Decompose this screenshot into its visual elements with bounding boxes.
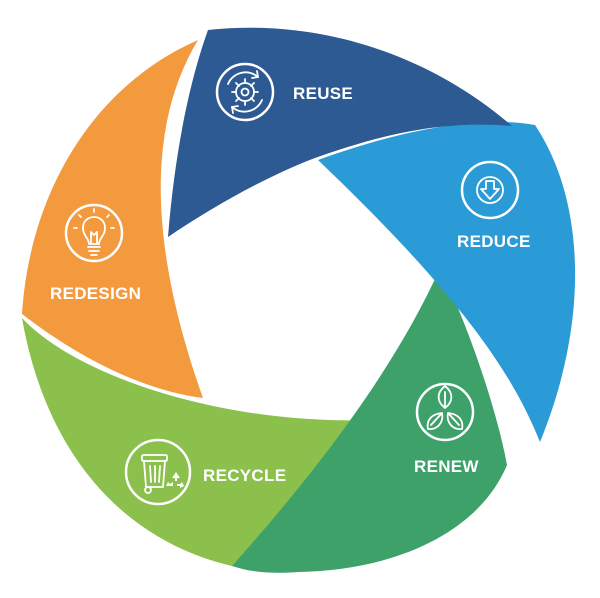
lightbulb-icon [64, 203, 124, 263]
down-arrow-icon [460, 160, 520, 220]
recycling-bin-icon [124, 438, 192, 506]
gear-cycle-icon [215, 62, 275, 122]
leaves-icon [415, 382, 475, 442]
segment-label-reduce: REDUCE [457, 232, 531, 251]
segment-reduce [318, 121, 576, 442]
segment-recycle [22, 318, 372, 566]
segment-renew [232, 268, 507, 573]
segment-label-reuse: REUSE [293, 84, 353, 103]
segment-label-recycle: RECYCLE [203, 466, 286, 485]
segment-reuse [168, 27, 512, 237]
segment-label-redesign: REDESIGN [50, 284, 141, 303]
segment-label-renew: RENEW [414, 457, 479, 476]
segment-redesign [22, 40, 203, 398]
